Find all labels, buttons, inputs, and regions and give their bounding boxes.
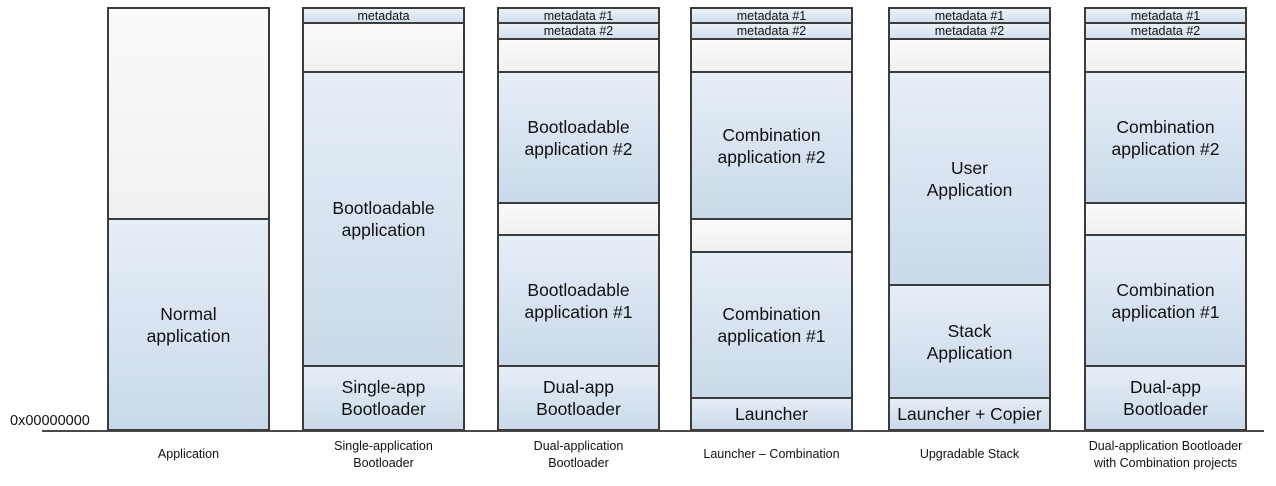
region-label: Single-app Bootloader bbox=[341, 377, 426, 419]
region-label: Dual-app Bootloader bbox=[1123, 377, 1208, 419]
empty-region bbox=[497, 38, 660, 73]
column-caption: Launcher – Combination bbox=[703, 447, 840, 461]
column-caption: Application bbox=[157, 447, 220, 461]
empty-region bbox=[888, 38, 1051, 73]
region-label: Bootloadable application #2 bbox=[524, 116, 633, 159]
memory-region: User Application bbox=[888, 71, 1051, 286]
region-label: metadata bbox=[357, 8, 410, 23]
empty-region bbox=[497, 202, 660, 236]
memory-region: Single-app Bootloader bbox=[302, 365, 465, 431]
memory-region: Combination application #2 bbox=[690, 71, 853, 220]
empty-region bbox=[107, 7, 270, 220]
region-label: metadata #2 bbox=[736, 24, 807, 38]
region-label: Normal application bbox=[146, 303, 231, 346]
empty-region bbox=[690, 218, 853, 253]
region-label: Launcher + Copier bbox=[897, 404, 1042, 424]
region-label: metadata #1 bbox=[934, 8, 1005, 23]
empty-region bbox=[302, 22, 465, 73]
region-label: metadata #2 bbox=[543, 24, 614, 38]
memory-region: Bootloadable application #1 bbox=[497, 234, 660, 367]
metadata-block: metadata #1 bbox=[690, 7, 853, 24]
baseline-axis bbox=[42, 430, 1264, 432]
region-label: Combination application #1 bbox=[717, 304, 826, 346]
metadata-block: metadata #1 bbox=[888, 7, 1051, 24]
memory-region: Bootloadable application #2 bbox=[497, 71, 660, 204]
memory-column-1: Normal application bbox=[107, 7, 270, 431]
memory-region: Launcher bbox=[690, 397, 853, 431]
column-caption: Dual-application Bootloader with Combina… bbox=[1088, 439, 1243, 470]
column-caption: Single-application Bootloader bbox=[334, 439, 433, 470]
memory-region: Stack Application bbox=[888, 284, 1051, 399]
region-label: Bootloadable application #1 bbox=[524, 279, 633, 322]
region-label: metadata #1 bbox=[543, 8, 614, 23]
region-label: Combination application #2 bbox=[1111, 116, 1220, 159]
column-caption: Dual-application Bootloader bbox=[533, 439, 624, 470]
region-label: Combination application #2 bbox=[717, 124, 826, 167]
memory-region: Launcher + Copier bbox=[888, 397, 1051, 431]
memory-region: Combination application #2 bbox=[1084, 71, 1247, 204]
region-label: metadata #1 bbox=[1130, 8, 1201, 23]
memory-region: Dual-app Bootloader bbox=[497, 365, 660, 431]
region-label: Bootloadable application bbox=[332, 198, 435, 240]
region-label: Combination application #1 bbox=[1111, 279, 1220, 322]
region-label: Stack Application bbox=[926, 320, 1013, 363]
empty-region bbox=[1084, 202, 1247, 236]
memory-region: Combination application #1 bbox=[1084, 234, 1247, 367]
region-label: Dual-app Bootloader bbox=[536, 377, 621, 419]
memory-region: Dual-app Bootloader bbox=[1084, 365, 1247, 431]
memory-region: Combination application #1 bbox=[690, 251, 853, 399]
empty-region bbox=[690, 38, 853, 73]
empty-region bbox=[1084, 38, 1247, 73]
region-label: Launcher bbox=[735, 404, 808, 424]
region-label: metadata #2 bbox=[934, 24, 1005, 38]
region-label: metadata #2 bbox=[1130, 24, 1201, 38]
base-address-label: 0x00000000 bbox=[10, 413, 90, 429]
column-caption: Upgradable Stack bbox=[919, 447, 1020, 461]
memory-region: Normal application bbox=[107, 218, 270, 431]
memory-region: Bootloadable application bbox=[302, 71, 465, 367]
region-label: metadata #1 bbox=[736, 8, 807, 23]
region-label: User Application bbox=[926, 157, 1013, 200]
